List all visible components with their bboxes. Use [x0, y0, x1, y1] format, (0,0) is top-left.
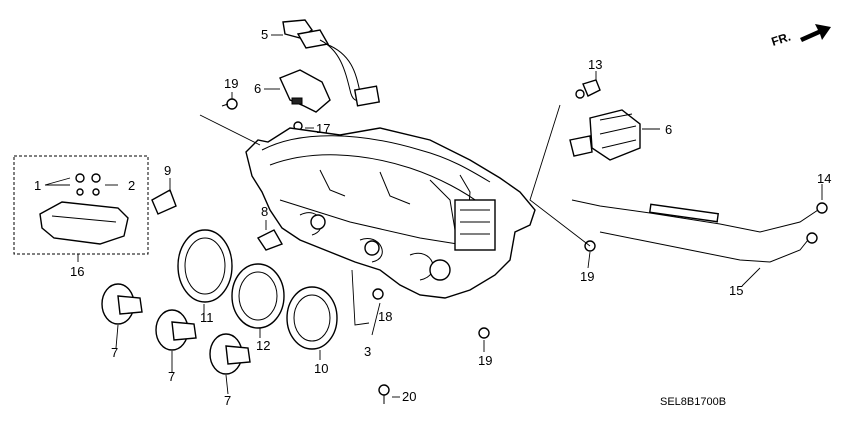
callout-19-right: 19	[580, 269, 594, 284]
part-6-switch	[569, 109, 641, 161]
callout-13: 13	[588, 57, 602, 72]
callout-7c: 7	[224, 393, 231, 408]
callout-6: 6	[665, 122, 672, 137]
callout-8: 8	[261, 204, 268, 219]
front-direction-indicator: FR.	[770, 24, 831, 49]
callout-2: 2	[128, 178, 135, 193]
callout-11: 11	[200, 310, 214, 325]
part-7-knob-b	[155, 309, 197, 351]
callout-1: 1	[34, 178, 41, 193]
callout-10: 10	[314, 361, 328, 376]
part-5-bracket	[279, 69, 331, 113]
part-14-cable-upper	[571, 199, 828, 233]
part-3-main-assembly	[245, 127, 536, 299]
part-12-dial-plate	[231, 263, 285, 329]
callout-18: 18	[378, 309, 392, 324]
callout-19-bottom: 19	[478, 353, 492, 368]
callout-labels: 5 6 19 17 13 6 9 1 2 16 14 15 19 19 18 3…	[34, 27, 831, 408]
callout-20: 20	[402, 389, 416, 404]
front-arrow-icon	[800, 24, 831, 42]
callout-17: 17	[316, 121, 330, 136]
part-20-screw	[378, 384, 390, 404]
callout-9: 9	[164, 163, 171, 178]
callout-3: 3	[364, 344, 371, 359]
callout-7b: 7	[168, 369, 175, 384]
front-direction-label: FR.	[770, 30, 793, 49]
leader-lines	[44, 34, 823, 398]
screw-19-bottom	[478, 327, 490, 339]
part-18-nut	[372, 288, 384, 300]
callout-7a: 7	[111, 345, 118, 360]
part-7-knob-c	[209, 333, 251, 375]
part-9-plate	[151, 188, 177, 215]
screw-19-top	[221, 98, 238, 110]
part-16-group	[13, 155, 149, 255]
part-4-harness	[282, 19, 381, 107]
part-13-bulb	[575, 79, 601, 99]
callout-5: 6	[254, 81, 261, 96]
part-15-cable-lower	[599, 231, 818, 263]
drawing-code: SEL8B1700B	[660, 396, 726, 408]
part-7-knob-a	[101, 283, 143, 325]
part-11-ring	[177, 229, 233, 303]
callout-16: 16	[70, 264, 84, 279]
callout-4: 5	[261, 27, 268, 42]
callout-12: 12	[256, 338, 270, 353]
callout-19: 19	[224, 76, 238, 91]
callout-15: 15	[729, 283, 743, 298]
part-8-plate	[256, 229, 284, 251]
part-10-ring	[286, 286, 338, 350]
callout-14: 14	[817, 171, 831, 186]
